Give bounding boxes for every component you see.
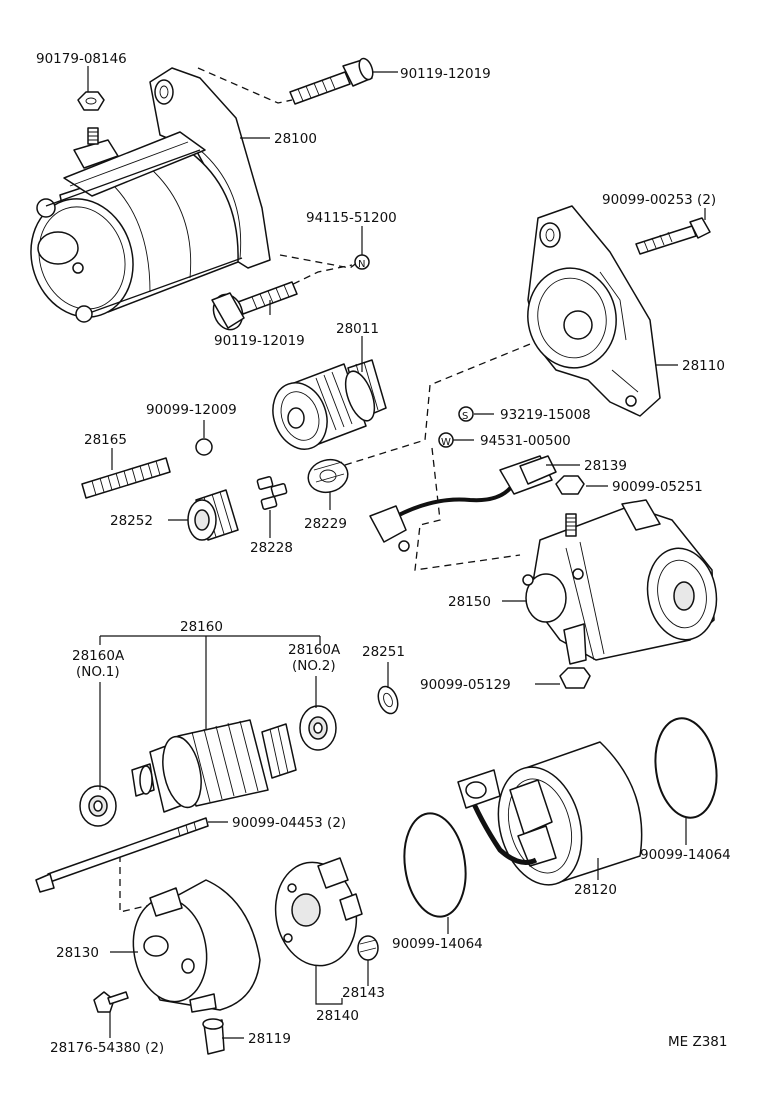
label-94115-51200: 94115-51200 [306, 210, 397, 226]
svg-text:N: N [358, 259, 365, 270]
label-28229: 28229 [304, 516, 347, 532]
nut-90099-05251 [555, 475, 585, 495]
marker-s: S [458, 406, 474, 422]
label-28130: 28130 [56, 945, 99, 961]
bolt-90099-00253 [635, 217, 711, 255]
marker-w: W [438, 432, 454, 448]
marker-n: N [354, 254, 370, 270]
spring-28165 [81, 457, 171, 499]
starter-assembly-28100 [30, 67, 271, 323]
label-28160A-no2: 28160A [288, 642, 341, 658]
screw-28176-54380 [93, 991, 129, 1013]
label-90099-14064-right: 90099-14064 [640, 847, 731, 863]
nut-90099-05129 [559, 667, 591, 689]
label-28228: 28228 [250, 540, 293, 556]
o-ring-90099-14064-right [654, 717, 718, 819]
washer-28251 [377, 685, 399, 715]
bearing-28160A-no1 [79, 785, 117, 827]
drive-housing-28110 [527, 205, 661, 417]
label-28160A-no1-sub: (NO.1) [76, 664, 120, 680]
label-28176-54380: 28176-54380 (2) [50, 1040, 164, 1056]
label-28011: 28011 [336, 321, 379, 337]
leader-lines [87, 66, 706, 1039]
brush-holder-28140 [274, 857, 363, 967]
solenoid-28150 [522, 499, 718, 665]
label-90099-12009: 90099-12009 [146, 402, 237, 418]
label-28251: 28251 [362, 644, 405, 660]
label-28165: 28165 [84, 432, 127, 448]
clutch-28011 [272, 359, 387, 450]
end-frame-28130 [132, 879, 261, 1013]
gear-28252 [187, 489, 239, 541]
nut-90179-08146 [77, 91, 105, 111]
label-90099-00253: 90099-00253 (2) [602, 192, 716, 208]
label-28120: 28120 [574, 882, 617, 898]
o-ring-90099-14064-left [403, 812, 467, 918]
label-90099-05251: 90099-05251 [612, 479, 703, 495]
label-28119: 28119 [248, 1031, 291, 1047]
armature-28160 [131, 719, 297, 813]
label-90119-12019-mid: 90119-12019 [214, 333, 305, 349]
diagram-ref-code: ME Z381 [668, 1034, 727, 1050]
label-90099-05129: 90099-05129 [420, 677, 511, 693]
label-28150: 28150 [448, 594, 491, 610]
bolt-90119-12019-mid [211, 281, 298, 331]
svg-text:W: W [441, 437, 451, 448]
part-labels: 90179-08146 90119-12019 28100 94115-5120… [36, 51, 731, 1056]
yoke-28120 [457, 741, 643, 886]
label-94531-00500: 94531-00500 [480, 433, 571, 449]
label-28160: 28160 [180, 619, 223, 635]
lead-wire-28139 [369, 455, 557, 552]
cap-28119 [202, 1018, 225, 1055]
label-28160A-no1: 28160A [72, 648, 125, 664]
bolt-90119-12019-top [289, 57, 374, 105]
label-28160A-no2-sub: (NO.2) [292, 658, 336, 674]
label-28110: 28110 [682, 358, 725, 374]
label-28140: 28140 [316, 1008, 359, 1024]
label-28100: 28100 [274, 131, 317, 147]
ball-90099-12009 [195, 438, 213, 456]
label-90099-04453: 90099-04453 (2) [232, 815, 346, 831]
bolt-90099-04453 [35, 817, 209, 893]
label-93219-15008: 93219-15008 [500, 407, 591, 423]
label-28143: 28143 [342, 985, 385, 1001]
label-90099-14064-left: 90099-14064 [392, 936, 483, 952]
brush-spring-28143 [357, 935, 379, 961]
label-90119-12019-top: 90119-12019 [400, 66, 491, 82]
label-90179-08146: 90179-08146 [36, 51, 127, 67]
retainer-28229 [307, 458, 349, 494]
svg-text:S: S [462, 411, 468, 422]
label-28139: 28139 [584, 458, 627, 474]
rollers-28228 [256, 476, 288, 510]
bearing-28160A-no2 [299, 705, 337, 751]
label-28252: 28252 [110, 513, 153, 529]
